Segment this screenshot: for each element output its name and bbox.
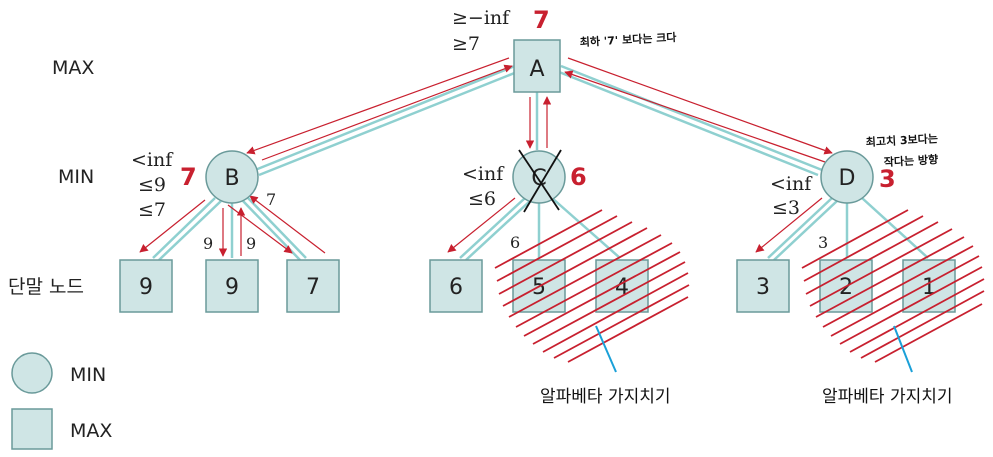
node-c-final-value: 6 (570, 163, 587, 191)
edge-value-b-leaf2: 9 (246, 234, 256, 253)
node-d-bound-1: <inf (770, 173, 813, 195)
arrow-b-to-leaf3 (227, 204, 293, 254)
arrow-b-to-a (261, 64, 513, 161)
prune-label-d: 알파베타 가지치기 (822, 387, 953, 407)
leaf-1-value: 9 (139, 275, 153, 300)
node-d-note-1: 최고치 3보다는 (865, 131, 938, 149)
leaf-3-value: 7 (306, 275, 320, 300)
leaf-7-value: 3 (756, 275, 770, 300)
leaf-2 (205, 259, 259, 313)
value-arrows (139, 57, 833, 257)
node-a-bound-2: ≥7 (452, 33, 480, 55)
edge-d-leaf7-2 (773, 200, 838, 261)
prune-hatch-c (494, 209, 690, 363)
node-a-bound-1: ≥−inf (452, 7, 511, 29)
edge-c-leaf4-2 (465, 200, 531, 261)
arrow-b-to-leaf1 (139, 199, 206, 253)
node-a-final-value: 7 (533, 6, 550, 34)
arrow-c-to-leaf4 (447, 197, 516, 253)
node-b-bound-1: <inf (131, 149, 174, 171)
leaf-4-value: 6 (449, 275, 463, 300)
node-b-label: B (224, 166, 239, 191)
leaf-nodes: 9 9 7 6 5 4 3 2 1 (119, 259, 956, 313)
node-d (820, 150, 874, 204)
level-label-leaf: 단말 노드 (8, 276, 84, 298)
edge-d-leaf7 (767, 197, 833, 259)
node-b-final-value: 7 (180, 163, 197, 191)
edge-a-d (560, 64, 823, 172)
leaf-3 (286, 259, 340, 313)
node-c-bound-2: ≤6 (468, 188, 496, 210)
node-d-label: D (839, 166, 856, 191)
edge-value-d-leaf7: 3 (818, 233, 828, 252)
arrow-a-to-b (246, 57, 510, 155)
edge-c-leaf4 (459, 197, 526, 259)
edge-value-b-leaf3: 7 (266, 190, 276, 209)
node-a-label: A (529, 57, 544, 82)
edge-b-leaf1 (152, 197, 216, 259)
edge-a-b-2 (258, 70, 518, 177)
level-label-min: MIN (58, 166, 94, 188)
legend-max-square-icon (11, 408, 53, 450)
legend-max-label: MAX (70, 420, 112, 442)
edge-d-leaf9 (861, 197, 929, 259)
node-d-note-2: 작다는 방향 (883, 152, 938, 169)
leaf-2-value: 9 (225, 275, 239, 300)
prune-pointer-d (893, 325, 913, 373)
legend-min-circle-icon (11, 352, 53, 394)
leaf-7 (736, 259, 790, 313)
prune-label-c: 알파베타 가지치기 (540, 387, 671, 407)
leaf-4 (429, 259, 483, 313)
legend-min-label: MIN (70, 364, 106, 386)
node-a-note: 최하 '7' 보다는 크다 (579, 30, 677, 49)
level-label-max: MAX (52, 57, 94, 79)
edge-b-leaf1-2 (158, 200, 222, 261)
edge-a-d-2 (558, 70, 819, 177)
arrow-d-to-leaf7 (755, 197, 823, 253)
edge-value-b-leaf1: 9 (203, 234, 213, 253)
node-d-final-value: 3 (879, 165, 896, 193)
arrow-d-to-a (564, 70, 826, 163)
node-c-cross-mark (518, 149, 562, 213)
prune-hatch-d (801, 209, 985, 363)
node-b (205, 150, 259, 204)
arrow-leaf3-to-b (249, 195, 326, 254)
legend: MIN MAX (11, 352, 112, 450)
node-b-bound-3: ≤7 (138, 199, 166, 221)
arrow-a-to-d (567, 57, 833, 155)
edge-a-b (254, 64, 516, 172)
node-d-bound-2: ≤3 (772, 197, 800, 219)
leaf-1 (119, 259, 173, 313)
edge-b-leaf3 (247, 197, 307, 259)
node-a (513, 39, 561, 93)
node-b-bound-2: ≤9 (138, 174, 166, 196)
node-c-bound-1: <inf (462, 163, 505, 185)
edge-value-c-leaf4: 6 (510, 233, 520, 252)
prune-pointer-c (595, 325, 617, 373)
